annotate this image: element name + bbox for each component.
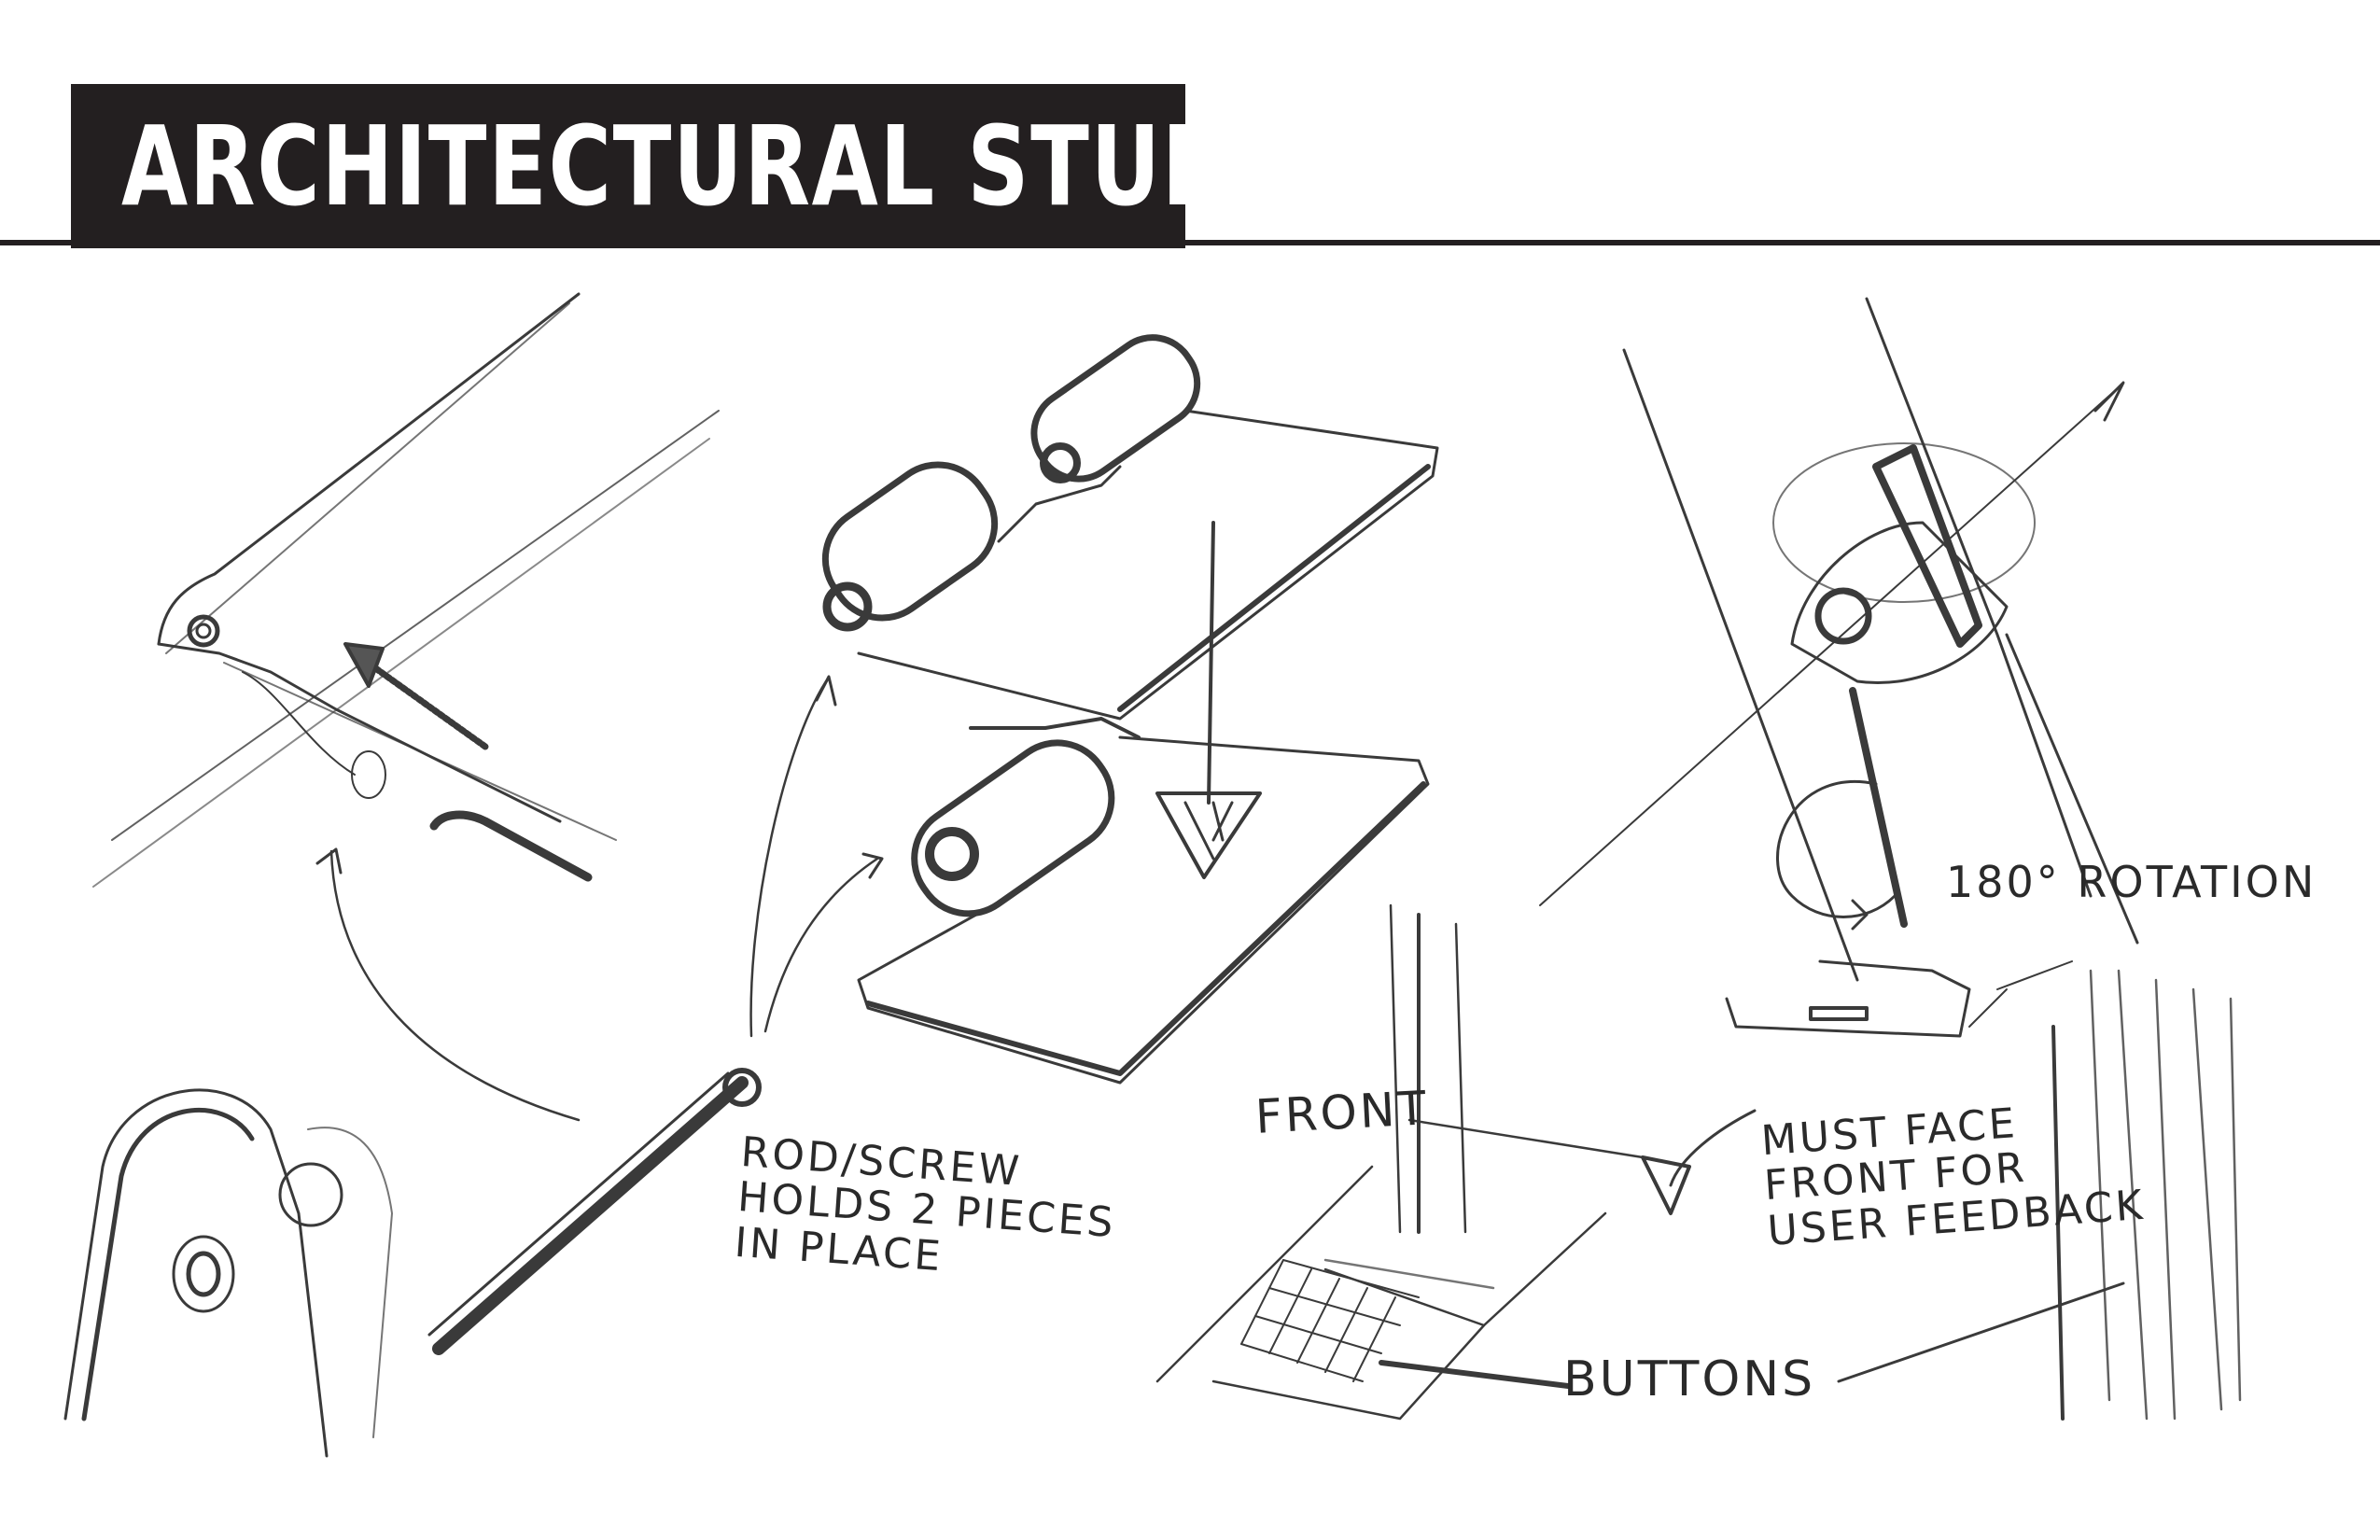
buttons-note: BUTTONS: [1563, 1351, 1816, 1407]
front-note: FRONT: [1253, 1081, 1431, 1144]
exploded-hinge-sketch: [749, 334, 1439, 1085]
rotation-note: 180° ROTATION: [1946, 857, 2317, 907]
side-hinge-sketch: [63, 1088, 393, 1458]
page-title: ARCHITECTURAL STUDIES: [121, 102, 1392, 231]
button-grid: [1240, 1259, 1420, 1382]
front-buttons-sketch: [1155, 903, 2242, 1421]
rod-screw-sketch: [427, 1068, 762, 1355]
header-rule: [0, 240, 2380, 245]
rod-screw-note: ROD/SCREW HOLDS 2 PIECES IN PLACE: [733, 1128, 1118, 1281]
title-banner: ARCHITECTURAL STUDIES: [71, 84, 1390, 248]
hinge-panel-sketch: [92, 292, 720, 1122]
must-face-note: MUST FACE FRONT FOR USER FEEDBACK: [1759, 1099, 2147, 1255]
rotation-sketch: [1539, 297, 2139, 1038]
